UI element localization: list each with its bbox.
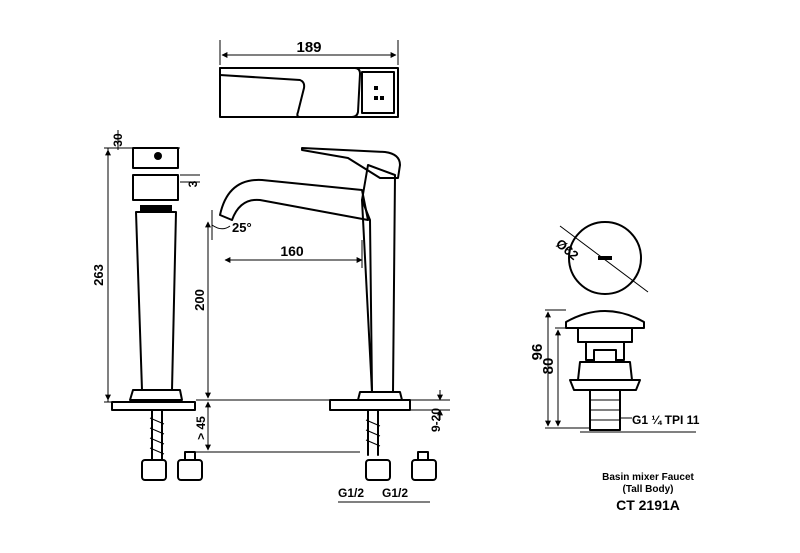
dim-spout-height: 200 bbox=[192, 289, 207, 311]
dim-drain-diameter: Ø62 bbox=[553, 236, 581, 263]
caption-block: Basin mixer Faucet (Tall Body) CT 2191A bbox=[602, 472, 694, 513]
dim-width-top: 189 bbox=[296, 39, 321, 56]
dim-hose-thread-1: G1/2 bbox=[338, 486, 364, 500]
caption-line-2: (Tall Body) bbox=[623, 484, 674, 495]
caption-line-1: Basin mixer Faucet bbox=[602, 472, 694, 483]
dim-hose-thread-2: G1/2 bbox=[382, 486, 408, 500]
side-view: 30 263 3 bbox=[91, 130, 203, 481]
dim-spout-angle: 25° bbox=[232, 220, 252, 235]
front-view: 25° 160 200 > 45 9-20 G1/2 G1/2 bbox=[192, 147, 450, 503]
dim-deck-range: 9-20 bbox=[429, 408, 443, 432]
dim-handle-gap: 3 bbox=[186, 180, 200, 187]
dim-drain-thread: G1 ¼ TPI 11 bbox=[632, 413, 700, 427]
dim-deck-min: > 45 bbox=[194, 416, 208, 440]
drain-view: Ø62 96 80 G1 ¼ TPI 11 bbox=[529, 221, 700, 433]
dim-drain-body: 80 bbox=[540, 358, 557, 375]
dim-drain-total: 96 bbox=[529, 344, 546, 361]
top-view: 189 bbox=[219, 39, 399, 118]
dim-total-height: 263 bbox=[91, 264, 106, 286]
dim-handle-height: 30 bbox=[111, 133, 125, 147]
dim-spout-reach: 160 bbox=[280, 243, 304, 259]
caption-model: CT 2191A bbox=[616, 497, 680, 513]
